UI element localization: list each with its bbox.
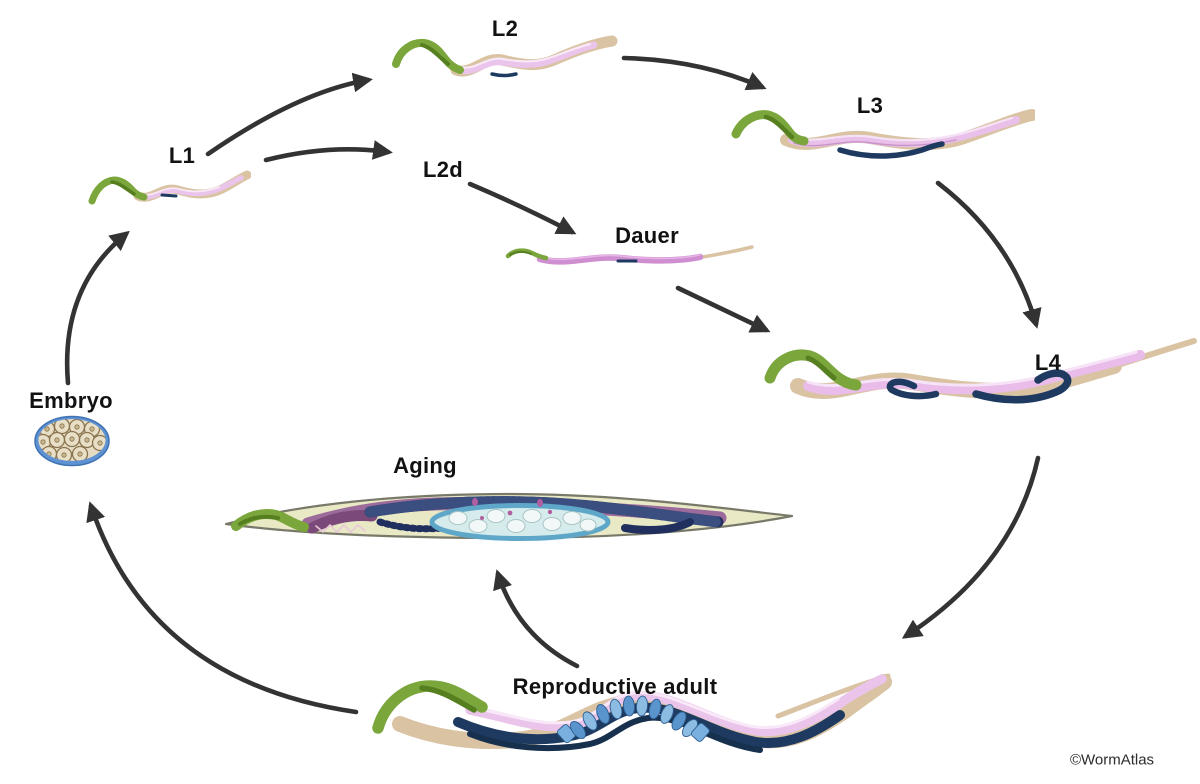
label-l2: L2	[491, 16, 519, 41]
l1-worm-illustration	[88, 170, 251, 205]
arrow-dauer-to-l4	[675, 285, 771, 333]
arrow-l2-to-l3	[621, 55, 767, 91]
label-reproductive-adult: Reproductive adult	[512, 674, 718, 699]
arrow-l2d-to-dauer	[467, 181, 577, 235]
wormatlas-credit: ©WormAtlas	[1069, 751, 1155, 769]
arrow-l1-to-l2d	[263, 140, 393, 163]
dauer-worm-illustration	[505, 245, 754, 265]
arrow-embryo-to-l1	[64, 230, 130, 386]
l3-worm-illustration	[731, 109, 1035, 159]
embryo-illustration	[34, 415, 110, 467]
reproductive-adult-worm-illustration	[372, 673, 892, 753]
arrow-l4-to-adult	[901, 455, 1041, 639]
label-l4: L4	[1034, 350, 1062, 375]
arrow-l3-to-l4	[935, 180, 1042, 329]
aging-worm-illustration	[224, 492, 794, 541]
label-l1: L1	[168, 143, 196, 168]
label-aging: Aging	[393, 453, 457, 478]
label-embryo: Embryo	[29, 388, 113, 413]
arrow-l1-to-l2	[205, 72, 373, 157]
label-l2d: L2d	[422, 157, 464, 182]
label-dauer: Dauer	[615, 223, 679, 248]
arrow-adult-to-aging	[493, 569, 580, 669]
arrow-adult-to-embryo	[86, 501, 359, 715]
l2-worm-illustration	[392, 35, 618, 78]
label-l3: L3	[856, 93, 884, 118]
l4-worm-illustration	[764, 338, 1197, 404]
